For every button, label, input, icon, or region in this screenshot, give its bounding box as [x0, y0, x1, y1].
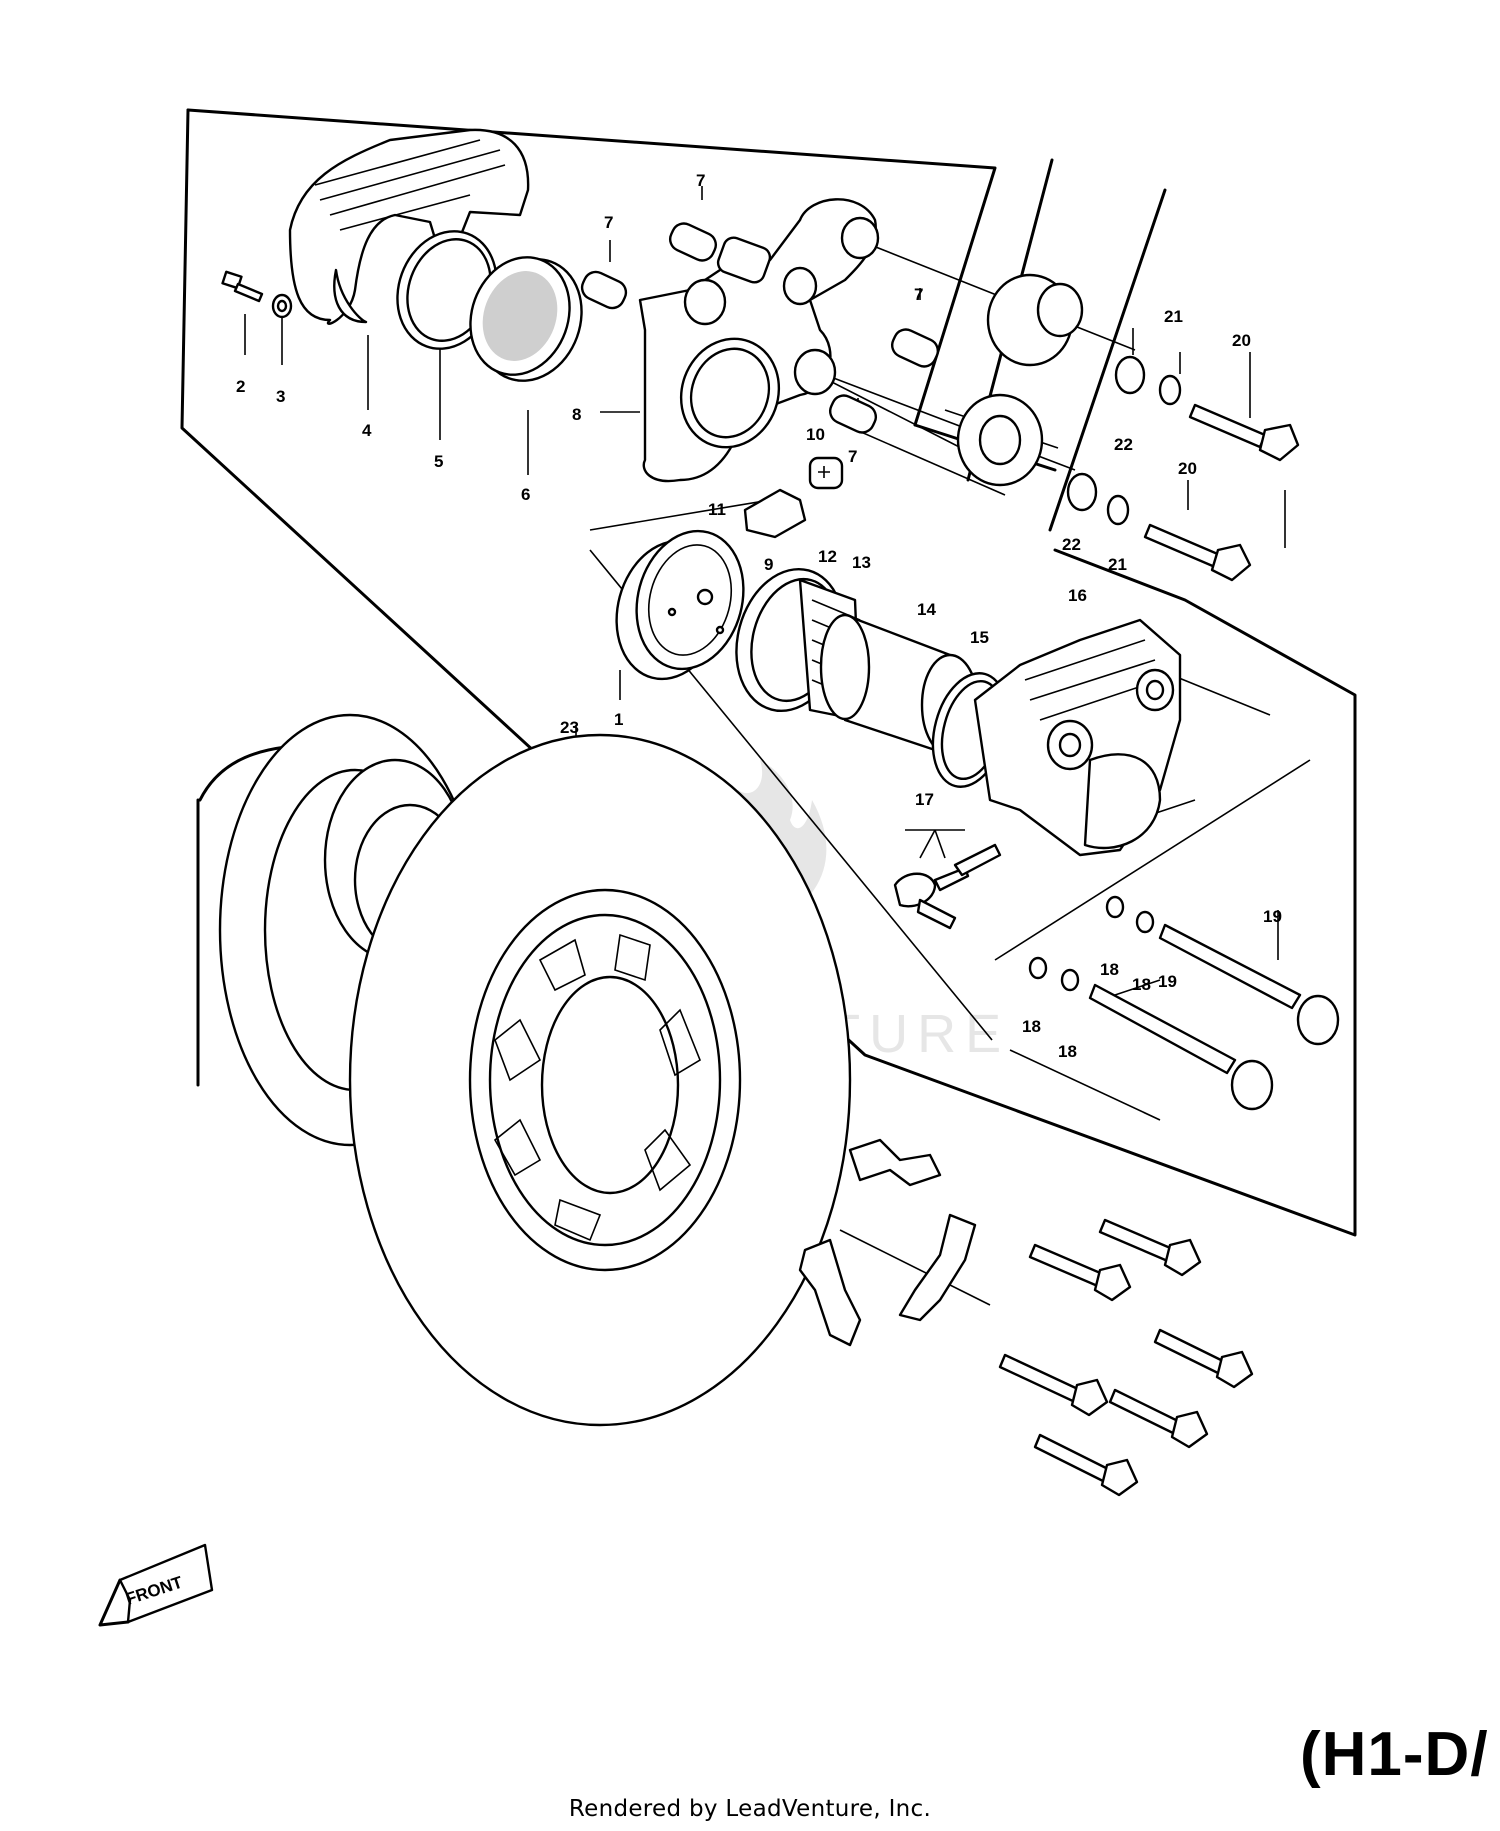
callout-22a: 22 [1114, 435, 1133, 454]
callout-7c: 7 [914, 285, 923, 304]
callout-22b: 22 [1062, 535, 1081, 554]
rendered-by-footer: Rendered by LeadVenture, Inc. [568, 1796, 932, 1822]
callout-1: 1 [614, 710, 623, 729]
callout-7d: 7 [848, 447, 857, 466]
disc-bolts [998, 1218, 1254, 1497]
callout-15: 15 [970, 628, 989, 647]
brake-disc [348, 733, 852, 1427]
callout-5: 5 [434, 452, 443, 471]
callout-9: 9 [764, 555, 773, 574]
rubber-dampers [956, 273, 1084, 487]
callout-13: 13 [852, 553, 871, 572]
front-direction-arrow: FRONT [98, 1543, 214, 1627]
callout-19a: 19 [1263, 907, 1282, 926]
callout-16: 16 [1068, 586, 1087, 605]
callout-2: 2 [236, 377, 245, 396]
callout-20a: 20 [1232, 331, 1251, 350]
part-21-washers [1106, 374, 1182, 526]
part-19-bolts [1088, 923, 1340, 1111]
callout-3: 3 [276, 387, 285, 406]
part-22-washers [1066, 355, 1146, 512]
diagram-code: (H1-D/ [1300, 1720, 1489, 1789]
callout-20b: 20 [1178, 459, 1197, 478]
callout-11: 11 [708, 500, 726, 519]
lock-plates [798, 1138, 977, 1347]
part-18-washers [1028, 895, 1155, 992]
callout-18c: 18 [1022, 1017, 1041, 1036]
callout-21a: 21 [1164, 307, 1183, 326]
callout-7b: 7 [696, 171, 705, 190]
callout-7a: 7 [604, 213, 613, 232]
callout-10: 10 [806, 425, 825, 444]
part-10-cap [808, 456, 844, 490]
part-2-bolt [221, 270, 264, 303]
part-3-nut [271, 293, 293, 319]
part-17-bleeder [893, 843, 1002, 930]
callout-21b: 21 [1108, 555, 1127, 574]
callout-18d: 18 [1058, 1042, 1077, 1061]
callout-6: 6 [521, 485, 530, 504]
part-6-piston [469, 256, 583, 382]
part-11-piston-cup [615, 529, 745, 681]
callout-19b: 19 [1158, 972, 1177, 991]
callout-4: 4 [362, 421, 372, 440]
callout-18a: 18 [1100, 960, 1119, 979]
part-16-caliper-body [973, 618, 1182, 857]
part-9-pad-clip [743, 488, 807, 539]
callout-23: 23 [560, 718, 579, 737]
callout-14: 14 [917, 600, 936, 619]
part-4-caliper-cover [288, 128, 530, 325]
callout-17: 17 [915, 790, 934, 809]
part-20-bolts [1143, 403, 1300, 582]
part-7-bushings [580, 222, 940, 434]
callout-8: 8 [572, 405, 581, 424]
callout-12: 12 [818, 547, 837, 566]
callout-18b: 18 [1132, 975, 1151, 994]
callout-labels: 1 2 3 4 5 6 7 7 7 7 8 9 10 11 12 13 14 1… [236, 171, 1282, 1061]
part-8-caliper-bracket [638, 198, 880, 483]
